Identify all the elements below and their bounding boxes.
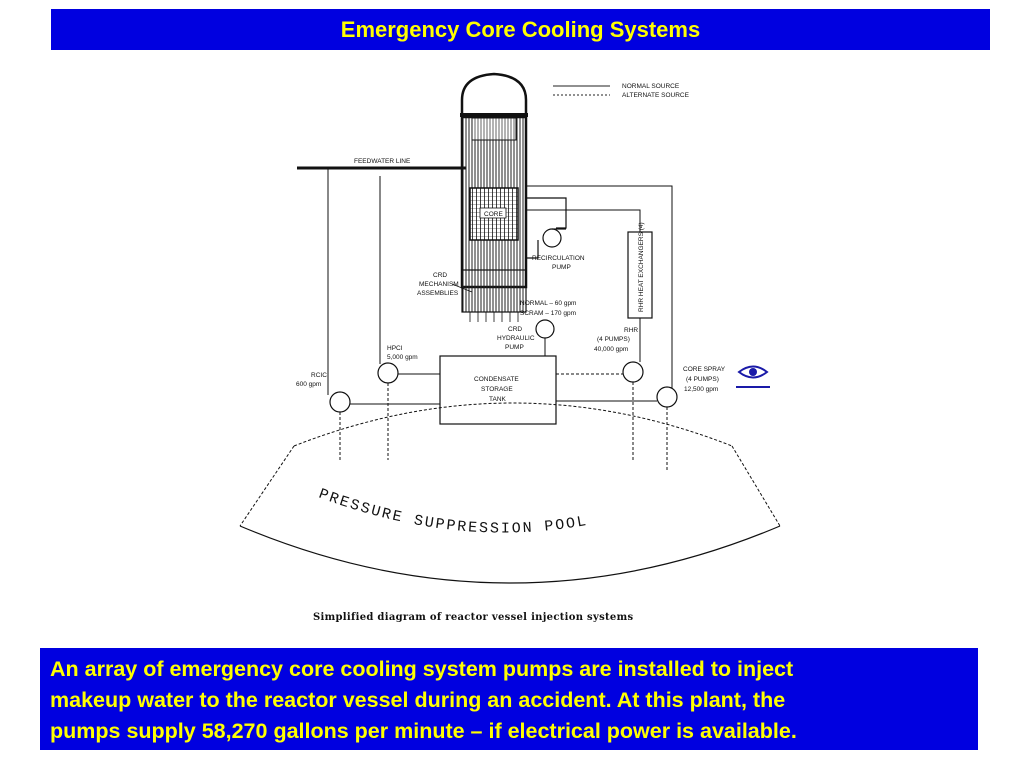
rhr-label-2: (4 PUMPS) [597, 336, 630, 343]
cst-label-3: TANK [489, 396, 507, 403]
reactor-vessel: CORE [460, 72, 528, 322]
core-spray-system: CORE SPRAY (4 PUMPS) 12,500 gpm [526, 185, 726, 470]
crd-system: CRD MECHANISM ASSEMBLIES NORMAL – 60 gpm… [417, 272, 576, 357]
core-spray-label-2: (4 PUMPS) [686, 376, 719, 383]
core-label: CORE [484, 211, 503, 218]
rcic-label-2: 600 gpm [296, 381, 321, 388]
pressure-suppression-pool: PRESSURE SUPPRESSION POOL [239, 402, 781, 584]
info-line-1: An array of emergency core cooling syste… [50, 657, 794, 681]
core-spray-label-3: 12,500 gpm [684, 386, 718, 393]
cst-label-1: CONDENSATE [474, 376, 519, 383]
cst-label-2: STORAGE [481, 386, 513, 393]
condensate-storage-tank: CONDENSATE STORAGE TANK [439, 355, 623, 425]
legend-normal-label: NORMAL SOURCE [622, 83, 680, 90]
info-line-3: pumps supply 58,270 gallons per minute –… [50, 719, 797, 743]
crd-flow-scram: SCRAM – 170 gpm [520, 310, 576, 317]
rhr-system: RHR HEAT EXCHANGERS (4) RHR (4 PUMPS) 40… [526, 209, 653, 462]
hpci-system: HPCI 5,000 gpm [377, 176, 440, 460]
slide-title: Emergency Core Cooling Systems [340, 16, 701, 42]
core-spray-label-1: CORE SPRAY [683, 366, 726, 373]
recirculation-loop: RECIRCULATION PUMP [526, 197, 585, 271]
rhr-heat-exchanger-label: RHR HEAT EXCHANGERS (4) [638, 222, 645, 312]
rcic-system: RCIC 600 gpm [296, 168, 440, 462]
crd-pump-label-1: CRD [508, 326, 522, 333]
crd-pump-label-2: HYDRAULIC [497, 335, 535, 342]
feedwater-line: FEEDWATER LINE [297, 158, 466, 170]
crd-mechanism-label-2: MECHANISM [419, 281, 459, 288]
info-box: An array of emergency core cooling syste… [40, 648, 978, 750]
crd-mechanism-label-3: ASSEMBLIES [417, 290, 459, 297]
recirculation-pump-label-1: RECIRCULATION [532, 255, 585, 262]
info-line-2: makeup water to the reactor vessel durin… [50, 688, 786, 712]
crd-mechanism-label-1: CRD [433, 272, 447, 279]
title-bar: Emergency Core Cooling Systems [51, 9, 990, 50]
pool-label: PRESSURE SUPPRESSION POOL [316, 486, 589, 538]
diagram-caption: Simplified diagram of reactor vessel inj… [313, 612, 633, 623]
crd-pump-label-3: PUMP [505, 344, 524, 351]
crd-flow-normal: NORMAL – 60 gpm [520, 300, 576, 307]
eye-icon[interactable] [736, 365, 770, 388]
legend: NORMAL SOURCE ALTERNATE SOURCE [553, 83, 690, 99]
rhr-label-3: 40,000 gpm [594, 346, 628, 353]
reactor-injection-diagram: NORMAL SOURCE ALTERNATE SOURCE FEEDWATER… [239, 72, 781, 623]
feedwater-label: FEEDWATER LINE [354, 158, 411, 165]
hpci-label-2: 5,000 gpm [387, 354, 418, 361]
hpci-label-1: HPCI [387, 345, 403, 352]
pool-label-path: PRESSURE SUPPRESSION POOL [316, 486, 587, 538]
rcic-label-1: RCIC [311, 372, 327, 379]
recirculation-pump-label-2: PUMP [552, 264, 571, 271]
rhr-label-1: RHR [624, 327, 638, 334]
legend-alternate-label: ALTERNATE SOURCE [622, 92, 690, 99]
